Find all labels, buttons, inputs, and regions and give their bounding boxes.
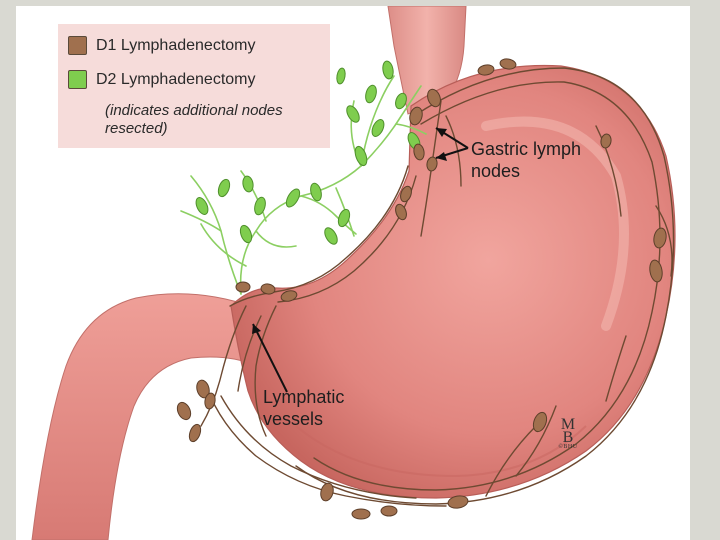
illustrator-credit: M B ©BHU [556, 416, 580, 451]
d1-lymphatic-vessels [200, 67, 675, 507]
stomach-fold [295, 425, 587, 478]
legend-note: (indicates additional nodes resected) [105, 102, 283, 137]
credit-mark-bottom: B [562, 429, 574, 446]
gastric-lymph-nodes-label: Gastric lymph nodes [471, 139, 582, 181]
d1-swatch [68, 36, 87, 55]
stomach-highlight [481, 116, 629, 331]
credit-mark-top: M [560, 416, 576, 433]
legend-item-d2: D2 Lymphadenectomy [68, 70, 256, 89]
credit-sub: ©BHU [558, 444, 578, 450]
illustration-frame: D1 Lymphadenectomy D2 Lymphadenectomy (i… [16, 6, 690, 540]
d1-lymph-nodes [176, 58, 667, 520]
callout-arrowheads [252, 128, 447, 334]
duodenum [31, 293, 257, 540]
legend: D1 Lymphadenectomy D2 Lymphadenectomy (i… [58, 24, 330, 148]
d2-swatch [68, 70, 87, 89]
stomach-lymph-illustration [31, 6, 676, 540]
legend-item-d1: D1 Lymphadenectomy [68, 36, 256, 55]
d2-lymph-nodes [195, 60, 421, 245]
d1-label: D1 Lymphadenectomy [96, 36, 256, 54]
lymphatic-vessels-label: Lymphatic vessels [263, 387, 345, 429]
d2-label: D2 Lymphadenectomy [96, 70, 256, 88]
